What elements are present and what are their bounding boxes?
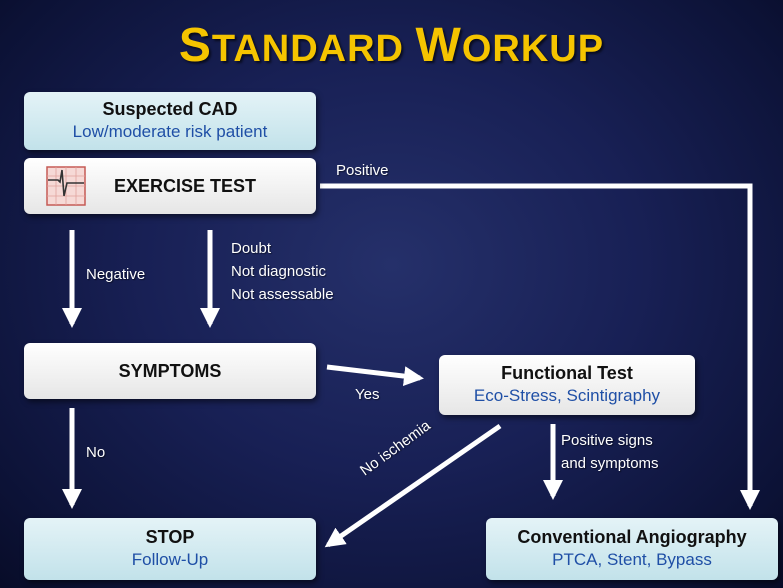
label-doubt: Doubt [231, 240, 272, 257]
arrow-positive [320, 183, 760, 510]
label-not-diagnostic: Not diagnostic [231, 263, 327, 280]
exercise-test-heading: EXERCISE TEST [114, 176, 257, 196]
stop-subtitle: Follow-Up [131, 550, 209, 569]
functional-test-heading: Functional Test [501, 363, 633, 383]
label-no: No [86, 444, 106, 461]
functional-test-box: Functional Test Eco-Stress, Scintigraphy [439, 355, 695, 415]
arrow-yes [326, 364, 424, 387]
stop-box: STOP Follow-Up [24, 518, 316, 580]
page-title: STANDARD WORKUP [0, 18, 783, 73]
conventional-angiography-box: Conventional Angiography PTCA, Stent, By… [486, 518, 778, 580]
title-initial-s: S [178, 19, 212, 72]
label-and-symptoms: and symptoms [561, 455, 659, 472]
ecg-icon [46, 166, 86, 206]
symptoms-heading: SYMPTOMS [118, 361, 222, 381]
suspected-cad-box: Suspected CAD Low/moderate risk patient [24, 92, 316, 150]
title-rest-1: TANDARD [211, 28, 404, 70]
label-yes: Yes [355, 386, 380, 403]
label-positive: Positive [336, 162, 389, 179]
title-initial-w: W [415, 19, 462, 72]
angiography-subtitle: PTCA, Stent, Bypass [552, 550, 712, 569]
title-rest-2: ORKUP [461, 28, 605, 70]
angiography-heading: Conventional Angiography [517, 527, 747, 547]
suspected-cad-subtitle: Low/moderate risk patient [72, 122, 268, 141]
label-not-assessable: Not assessable [231, 286, 334, 303]
stop-heading: STOP [145, 527, 195, 547]
label-negative: Negative [86, 266, 146, 283]
functional-test-subtitle: Eco-Stress, Scintigraphy [473, 386, 661, 405]
arrow-no-ischemia [324, 423, 502, 548]
suspected-cad-heading: Suspected CAD [102, 99, 238, 119]
exercise-test-box: EXERCISE TEST [24, 158, 316, 214]
symptoms-box: SYMPTOMS [24, 343, 316, 399]
label-positive-signs: Positive signs [561, 432, 653, 449]
